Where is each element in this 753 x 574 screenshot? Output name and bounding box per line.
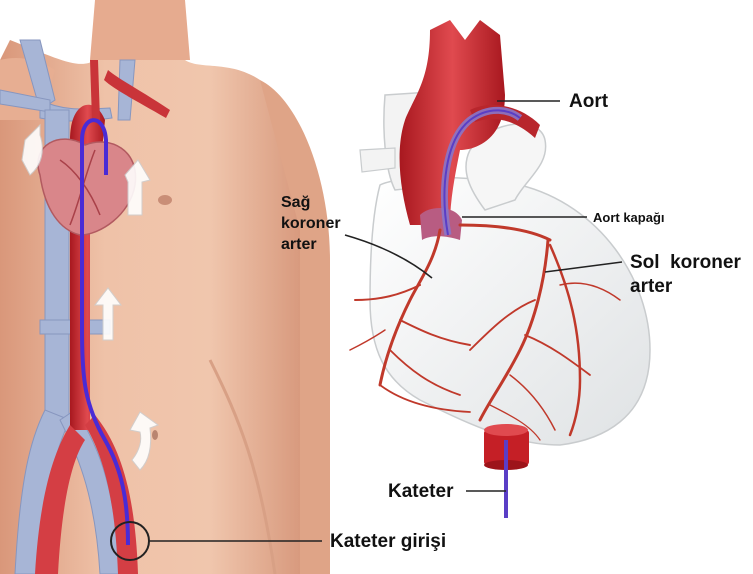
label-aort: Aort xyxy=(569,91,609,112)
label-sol-koroner-line2: arter xyxy=(630,276,673,297)
label-sag-koroner-line2: koroner xyxy=(281,215,341,232)
label-sol-koroner-line1: Sol koroner xyxy=(630,252,741,273)
label-sag-koroner-line3: arter xyxy=(281,236,317,253)
label-sag-koroner-line1: Sağ xyxy=(281,194,310,211)
torso-illustration xyxy=(0,0,330,574)
catheter-sheath xyxy=(484,424,529,518)
label-aort-kapagi: Aort kapağı xyxy=(593,210,665,225)
label-kateter: Kateter xyxy=(388,481,454,502)
label-kateter-girisi: Kateter girişi xyxy=(330,531,446,552)
